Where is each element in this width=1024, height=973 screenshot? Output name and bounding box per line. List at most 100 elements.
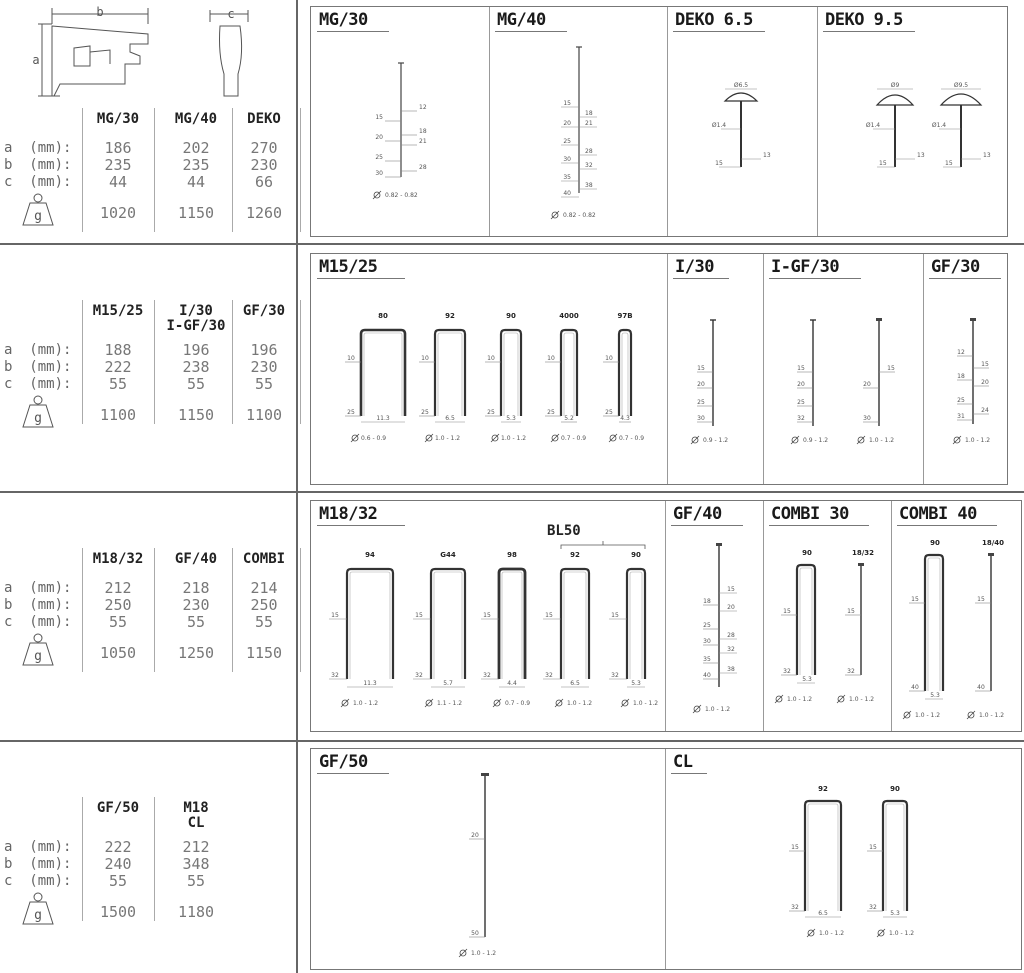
spec-column-header: DEKO [247,111,281,127]
dim-label: 15 [791,844,799,851]
panel-title: DEKO 9.5 [825,10,903,30]
bl50-bracket [560,541,646,549]
dim-label: 15 [545,612,553,619]
spec-value: 250 [104,596,132,614]
dim-label: 24 [981,407,989,414]
dim-label: 25 [797,399,805,406]
dim-label: 25 [375,154,383,161]
dim-label: 13 [917,152,925,159]
dim-label: 32 [611,672,619,679]
dim-label: 32 [545,672,553,679]
title-underline [317,525,405,526]
diameter-icon [424,433,434,443]
dim-label: 28 [727,632,735,639]
diameter-icon [372,190,382,200]
dim-label: 5.3 [506,415,516,422]
weight-icon: g [22,892,54,925]
spec-weight-value: 1250 [177,644,215,662]
diameter-icon [458,948,468,958]
dim-label: 1.0 - 1.2 [915,712,940,719]
title-underline [769,278,861,279]
panel-title: DEKO 6.5 [675,10,753,30]
spec-weight-value: 1100 [245,406,283,424]
staple-name: G44 [440,551,456,559]
dim-label: 15 [727,586,735,593]
spec-row-label: b (mm): [4,157,72,173]
column-divider [296,493,298,740]
dim-label: 20 [727,604,735,611]
dim-label: Ø1.4 [866,122,880,129]
dim-label: 10 [547,355,555,362]
bl50-label: BL50 [547,523,581,539]
dim-label: 40 [977,684,985,691]
dim-label: 32 [791,904,799,911]
staple-name: 90 [631,551,641,559]
dim-label: 25 [697,399,705,406]
dim-label: 1.0 - 1.2 [501,435,526,442]
diameter-icon [608,433,618,443]
panel-title: M15/25 [319,257,378,277]
staple-name: 97B [617,312,632,320]
dim-label: 0.82 - 0.82 [385,192,418,199]
dim-label: 32 [585,162,593,169]
panel-title: MG/30 [319,10,368,30]
diameter-icon [774,694,784,704]
spec-column-divider [154,797,155,921]
spec-value: 188 [104,341,132,359]
dim-label: 32 [783,668,791,675]
dim-label: 13 [763,152,771,159]
dim-label: 15 [847,608,855,615]
dim-label: 0.9 - 1.2 [803,437,828,444]
spec-value: 55 [186,375,206,393]
spec-value: 218 [182,579,210,597]
title-underline [495,31,567,32]
spec-value: 55 [254,613,274,631]
staple-name: 90 [890,785,900,793]
dim-label: 12 [957,349,965,356]
dim-label: 25 [957,397,965,404]
deko-nail-drawing-65: Ø6.5 Ø1.4 15 13 [712,82,771,168]
dim-label: 15 [611,612,619,619]
spec-column-header: M18 CL [183,800,209,831]
dim-label: 15 [783,608,791,615]
title-underline [317,773,389,774]
spec-row-label: c (mm): [4,614,72,630]
staple-shape [923,553,945,691]
spec-weight-value: 1150 [245,644,283,662]
diameter-icon [790,435,800,445]
section-divider [0,740,1024,742]
panel-title: COMBI 30 [771,504,849,524]
spec-column-divider [232,108,233,232]
dim-label: 12 [419,104,427,111]
spec-column-divider [232,548,233,672]
spec-column-header: COMBI [242,551,286,567]
staple-shape [803,799,843,911]
dim-label: 25 [703,622,711,629]
staple-shape [499,328,523,416]
spec-value: 214 [250,579,278,597]
spec-value: 55 [108,613,128,631]
spec-column-header: M18/32 [92,551,144,567]
dim-label: 15 [887,365,895,372]
dim-label: Ø9.5 [954,82,968,89]
spec-row-label: b (mm): [4,856,72,872]
dim-label: 1.0 - 1.2 [869,437,894,444]
spec-value: 202 [182,139,210,157]
dim-label: 15 [981,361,989,368]
dim-label: 28 [585,148,593,155]
dim-label: 15 [375,114,383,121]
diameter-icon [690,435,700,445]
dim-label: 6.5 [445,415,455,422]
dim-label: 20 [863,381,871,388]
staple-name: 94 [365,551,375,559]
diameter-icon [550,210,560,220]
dim-label: 6.5 [570,680,580,687]
dim-label: 20 [797,381,805,388]
panel-title: GF/40 [673,504,722,524]
diameter-icon [876,928,886,938]
dim-label: 11.3 [363,680,377,687]
panel-title: I-GF/30 [771,257,840,277]
